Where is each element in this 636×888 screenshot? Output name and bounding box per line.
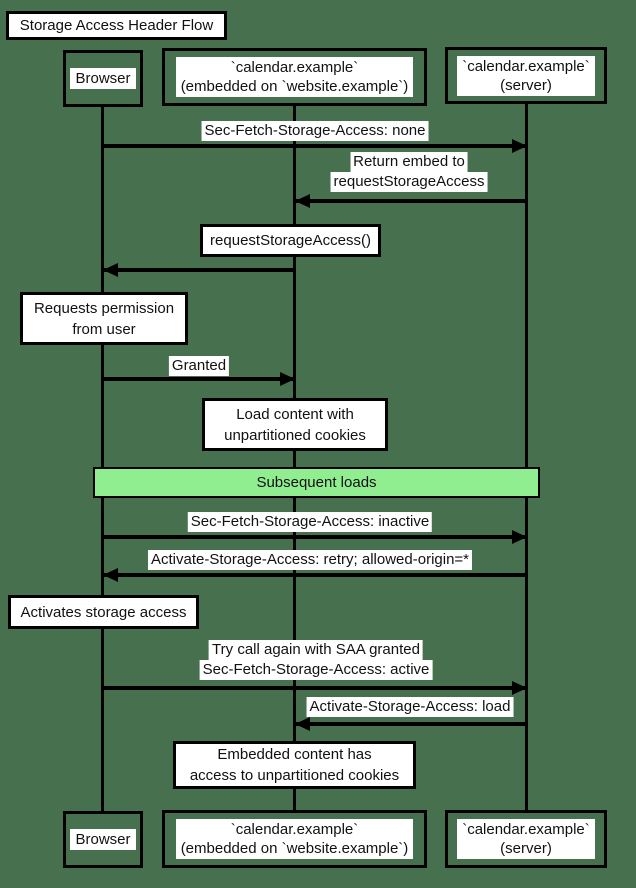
message-arrow-return-embed	[295, 199, 527, 203]
actor-browser-label: Browser	[70, 68, 136, 89]
arrowhead-left	[103, 263, 118, 277]
arrowhead-right	[512, 530, 527, 544]
arrowhead-right	[512, 139, 527, 153]
message-arrow-activate-load	[295, 722, 527, 726]
actor-browser-bottom: Browser	[63, 811, 143, 868]
note-request-storage-access: requestStorageAccess()	[200, 224, 381, 257]
arrowhead-right	[280, 372, 295, 386]
note-text: requestStorageAccess()	[210, 232, 371, 249]
note-text: Requests permission	[33, 299, 175, 317]
arrowhead-left	[295, 717, 310, 731]
actor-embedded-calendar-top: `calendar.example` (embedded on `website…	[162, 48, 427, 106]
message-label-fetch-inactive: Sec-Fetch-Storage-Access: inactive	[187, 512, 433, 532]
actor-browser-label: Browser	[70, 829, 136, 850]
actor-server-line1: `calendar.example`	[462, 57, 590, 75]
actor-embedded-line1: `calendar.example`	[230, 821, 359, 838]
actor-embedded-line2: (embedded on `website.example`)	[180, 78, 409, 95]
note-text: Activates storage access	[20, 603, 187, 621]
note-text: Load content with	[236, 405, 354, 423]
message-label-fetch-none: Sec-Fetch-Storage-Access: none	[201, 121, 429, 141]
message-text: Sec-Fetch-Storage-Access: inactive	[187, 512, 433, 532]
arrowhead-left	[103, 568, 118, 582]
message-text: Return embed to	[350, 152, 468, 172]
actor-server-top: `calendar.example` (server)	[445, 47, 607, 104]
message-label-try-again: Try call again with SAA granted Sec-Fetc…	[199, 640, 433, 680]
message-arrow-activate-retry	[103, 573, 527, 577]
message-text: Activate-Storage-Access: retry; allowed-…	[147, 550, 473, 570]
actor-server-line2: (server)	[500, 76, 552, 94]
actor-browser-top: Browser	[63, 50, 143, 107]
lifeline-browser	[101, 104, 104, 812]
lifeline-server	[525, 104, 528, 812]
message-text: Granted	[168, 356, 230, 376]
actor-embedded-line1: `calendar.example`	[230, 59, 359, 76]
note-text: unpartitioned cookies	[224, 426, 366, 444]
message-label-return-embed: Return embed to requestStorageAccess	[330, 152, 488, 192]
arrowhead-right	[512, 681, 527, 695]
lifeline-embedded-calendar	[293, 104, 296, 812]
message-arrow-granted	[103, 377, 295, 381]
actor-embedded-calendar-label: `calendar.example` (embedded on `website…	[175, 57, 414, 97]
actor-embedded-calendar-label: `calendar.example` (embedded on `website…	[175, 819, 414, 859]
actor-server-line2: (server)	[500, 840, 552, 857]
note-embedded-access: Embedded content has access to unpartiti…	[173, 741, 416, 789]
actor-server-label: `calendar.example` (server)	[457, 819, 595, 859]
note-requests-permission: Requests permission from user	[20, 292, 188, 345]
message-arrow-fetch-none	[103, 144, 527, 148]
actor-server-bottom: `calendar.example` (server)	[445, 810, 607, 868]
message-arrow-request-saa	[103, 268, 295, 272]
actor-server-line1: `calendar.example`	[462, 821, 590, 838]
divider-subsequent-loads: Subsequent loads	[93, 467, 540, 498]
note-text: from user	[72, 320, 136, 338]
actor-embedded-line2: (embedded on `website.example`)	[180, 840, 409, 857]
message-text: Try call again with SAA granted	[209, 640, 423, 660]
message-text: requestStorageAccess	[330, 172, 488, 192]
diagram-title: Storage Access Header Flow	[6, 11, 227, 40]
actor-embedded-calendar-bottom: `calendar.example` (embedded on `website…	[162, 810, 427, 868]
message-label-activate-load: Activate-Storage-Access: load	[306, 697, 514, 717]
message-text: Activate-Storage-Access: load	[306, 697, 514, 717]
message-text: Sec-Fetch-Storage-Access: active	[199, 660, 433, 680]
message-label-granted: Granted	[168, 356, 230, 376]
message-arrow-fetch-inactive	[103, 535, 527, 539]
arrowhead-left	[295, 194, 310, 208]
message-arrow-try-again	[103, 686, 527, 690]
note-activates-storage: Activates storage access	[8, 595, 199, 629]
actor-server-label: `calendar.example` (server)	[457, 55, 595, 96]
note-load-content: Load content with unpartitioned cookies	[202, 398, 388, 451]
message-text: Sec-Fetch-Storage-Access: none	[201, 121, 429, 141]
message-label-activate-retry: Activate-Storage-Access: retry; allowed-…	[147, 550, 473, 570]
note-text: Embedded content has	[217, 746, 372, 763]
note-text: access to unpartitioned cookies	[189, 767, 400, 784]
